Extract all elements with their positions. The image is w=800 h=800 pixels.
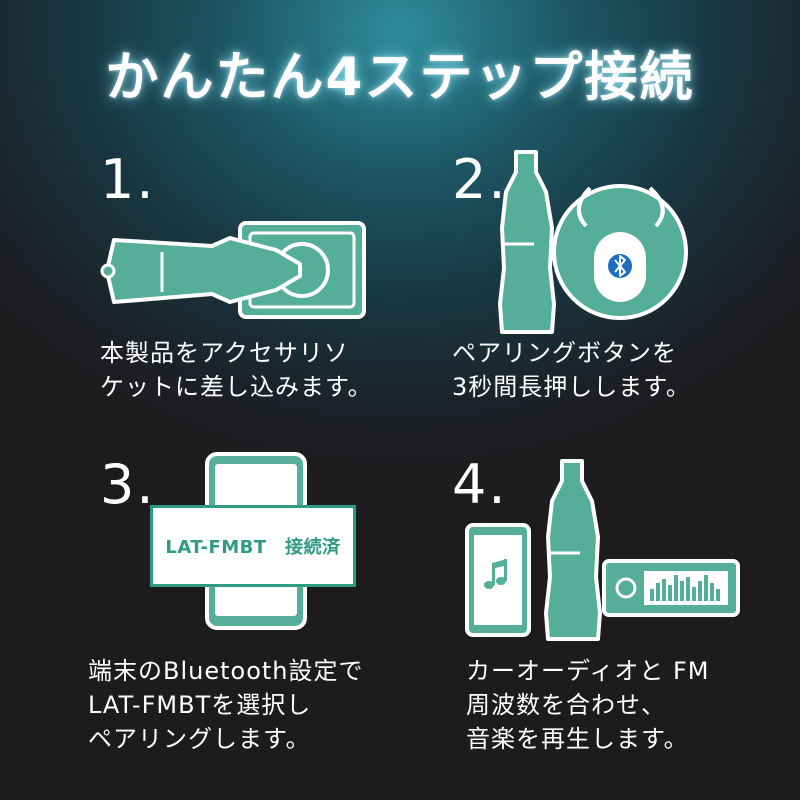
- step-3-line-1: 端末のBluetooth設定で: [88, 657, 364, 685]
- bluetooth-connected-label: LAT-FMBT 接続済: [150, 505, 356, 587]
- fm-transmitter-bluetooth-button-illustration: [498, 150, 688, 334]
- step-3-caption: 端末のBluetooth設定で LAT-FMBTを選択し ペアリングします。: [88, 654, 364, 756]
- step-4-line-3: 音楽を再生します。: [466, 725, 689, 753]
- step-3-line-2: LAT-FMBTを選択し: [88, 691, 312, 719]
- music-note-icon: [484, 559, 507, 589]
- step-4-line-1: カーオーディオと FM: [466, 657, 710, 685]
- step-4-caption: カーオーディオと FM 周波数を合わせ、 音楽を再生します。: [466, 654, 709, 756]
- step-2-line-2: 3秒間長押しします。: [452, 373, 691, 401]
- step-2-caption: ペアリングボタンを 3秒間長押しします。: [452, 336, 691, 404]
- step-1-caption: 本製品をアクセサリソ ケットに差し込みます。: [100, 336, 373, 404]
- step-3-number: 3.: [100, 453, 156, 516]
- step-1-line-2: ケットに差し込みます。: [100, 373, 373, 401]
- step-1-line-1: 本製品をアクセサリソ: [100, 339, 349, 367]
- step-3-line-3: ペアリングします。: [88, 725, 311, 753]
- step-2-line-1: ペアリングボタンを: [452, 339, 677, 367]
- step-2-number: 2.: [452, 148, 508, 211]
- page-title: かんたん4ステップ接続: [105, 47, 695, 108]
- car-socket-plug-illustration: [100, 221, 366, 319]
- step-4-line-2: 周波数を合わせ、: [466, 691, 666, 719]
- step-4-number: 4.: [452, 453, 508, 516]
- step-1-number: 1.: [100, 148, 156, 211]
- car-audio-music-illustration: [465, 459, 740, 641]
